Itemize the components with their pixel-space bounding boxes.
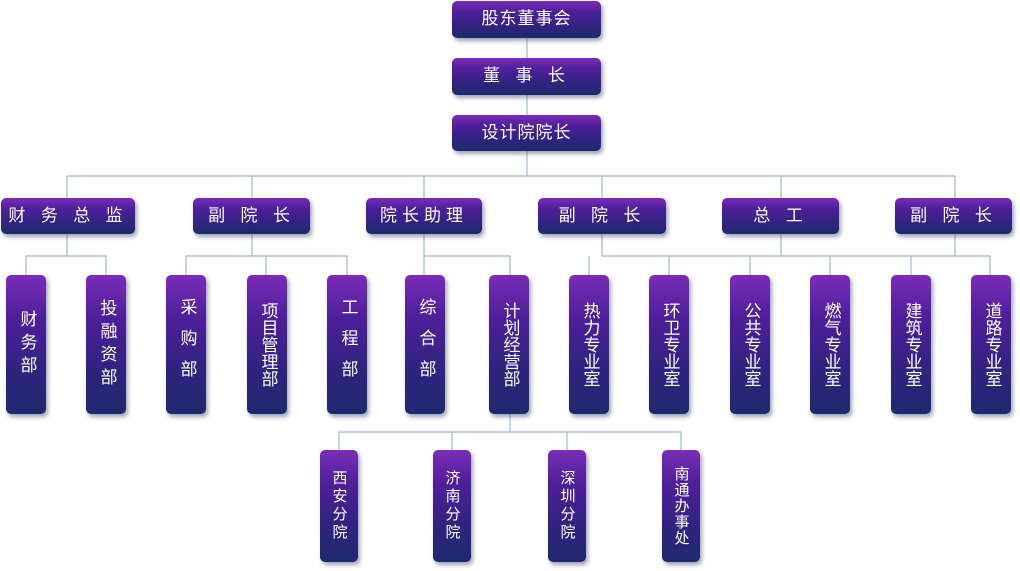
node-room-road: 道路专业室 xyxy=(971,275,1011,414)
node-room-architecture: 建筑专业室 xyxy=(891,275,931,414)
node-branch-xian: 西安分院 xyxy=(320,450,358,562)
node-chief-engineer: 总 工 xyxy=(722,198,839,234)
connector-finance xyxy=(25,234,107,275)
node-president-assistant: 院长助理 xyxy=(366,198,482,234)
node-dept-engineering: 工程部 xyxy=(327,275,367,414)
node-president: 设计院院长 xyxy=(452,115,601,151)
node-dept-project-mgmt: 项目管理部 xyxy=(247,275,287,414)
node-room-public: 公共专业室 xyxy=(730,275,770,414)
node-chairman: 董 事 长 xyxy=(452,58,601,95)
node-vice-president-3: 副 院 长 xyxy=(895,198,1012,234)
connector-assistant xyxy=(423,234,511,275)
node-branch-shenzhen: 深圳分院 xyxy=(548,450,586,562)
node-vice-president-1: 副 院 长 xyxy=(193,198,310,234)
node-dept-general: 综合部 xyxy=(405,275,445,414)
node-branch-nantong: 南通办事处 xyxy=(662,450,700,562)
node-dept-investment: 投融资部 xyxy=(86,275,126,414)
connector-branches xyxy=(338,414,682,450)
node-vice-president-2: 副 院 长 xyxy=(538,198,666,234)
node-room-gas: 燃气专业室 xyxy=(810,275,850,414)
node-dept-procurement: 采购部 xyxy=(166,275,206,414)
node-room-sanitation: 环卫专业室 xyxy=(649,275,689,414)
connector-vp-left xyxy=(185,234,348,275)
node-branch-jinan: 济南分院 xyxy=(433,450,471,562)
node-dept-finance: 财务部 xyxy=(6,275,46,414)
node-cfo: 财 务 总 监 xyxy=(1,198,135,234)
node-dept-planning: 计划经营部 xyxy=(489,275,529,414)
node-shareholders-board: 股东董事会 xyxy=(452,1,601,38)
connector-specialty xyxy=(588,234,991,275)
node-room-heating: 热力专业室 xyxy=(569,275,609,414)
